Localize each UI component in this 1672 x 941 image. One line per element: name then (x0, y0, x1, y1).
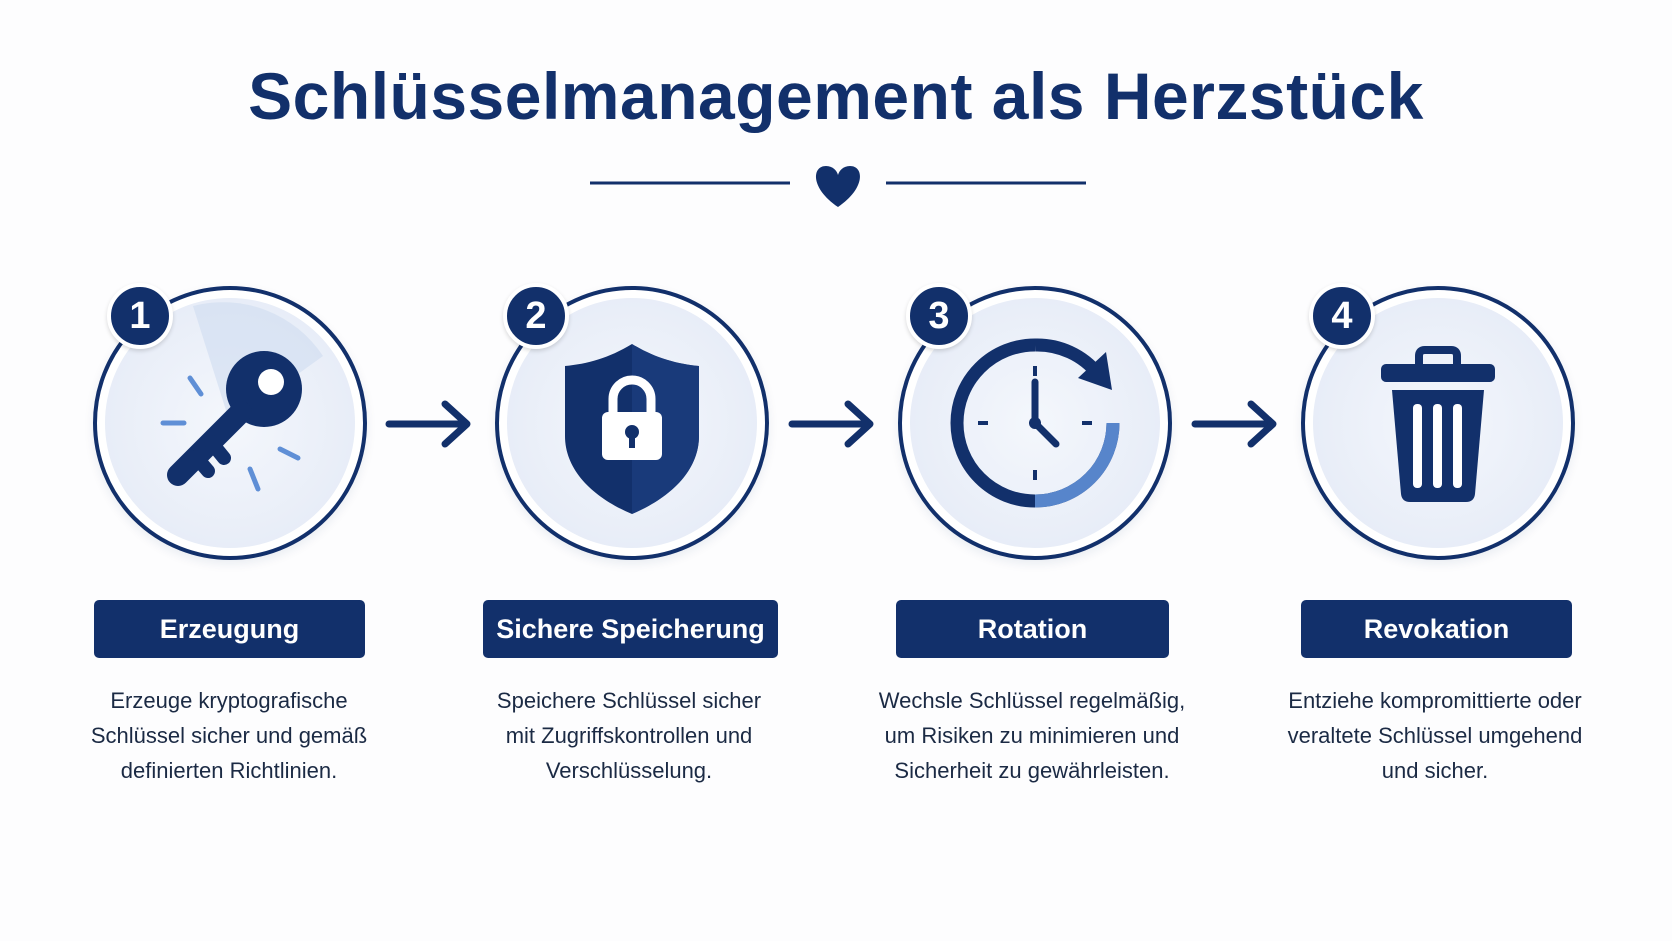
step-2-description: Speichere Schlüssel sicher mit Zugriffsk… (439, 683, 819, 788)
arrow-right-icon (1191, 400, 1277, 448)
trash-icon (1381, 346, 1495, 502)
step-3-label: Rotation (896, 600, 1169, 658)
step-1-description-line: Erzeuge kryptografische (110, 688, 348, 713)
key-icon (160, 302, 323, 492)
step-2-number-badge: 2 (503, 283, 569, 349)
step-3-number-badge: 3 (906, 283, 972, 349)
arrow-right-icon (788, 400, 874, 448)
step-3-description: Wechsle Schlüssel regelmäßig, um Risiken… (842, 683, 1222, 788)
step-4-label: Revokation (1301, 600, 1572, 658)
step-1-description: Erzeuge kryptografische Schlüssel sicher… (39, 683, 419, 788)
step-4-number-badge: 4 (1309, 283, 1375, 349)
page-title: Schlüsselmanagement als Herzstück (248, 59, 1424, 133)
step-3-description-line: Sicherheit zu gewährleisten. (894, 758, 1170, 783)
step-2-label: Sichere Speicherung (483, 600, 778, 658)
step-4-description-line: veraltete Schlüssel umgehend (1287, 723, 1583, 748)
step-4-description: Entziehe kompromittierte oder veraltete … (1245, 683, 1625, 788)
step-1-description-line: Schlüssel sicher und gemäß (90, 723, 368, 748)
step-3-description-line: um Risiken zu minimieren und (884, 723, 1180, 748)
heart-icon (816, 166, 860, 207)
step-1-description-line: definierten Richtlinien. (120, 758, 338, 783)
arrow-right-icon (385, 400, 471, 448)
clock-rotate-icon (950, 338, 1120, 508)
step-4-description-line: und sicher. (1381, 758, 1489, 783)
step-4-description-line: Entziehe kompromittierte oder (1288, 688, 1582, 713)
shield-lock-icon (565, 344, 699, 514)
title-divider (590, 166, 1086, 207)
step-2-description-line: Speichere Schlüssel sicher (496, 688, 762, 713)
step-1-label: Erzeugung (94, 600, 365, 658)
step-3-description-line: Wechsle Schlüssel regelmäßig, (878, 688, 1186, 713)
step-1-number-badge: 1 (107, 283, 173, 349)
step-2-description-line: Verschlüsselung. (545, 758, 713, 783)
step-2-description-line: mit Zugriffskontrollen und (505, 723, 753, 748)
